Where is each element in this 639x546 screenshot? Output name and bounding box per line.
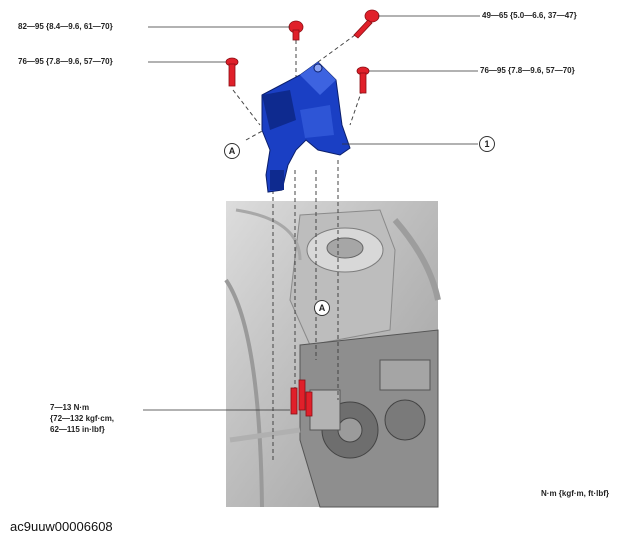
callout-a-upper: A	[224, 143, 240, 159]
left-bolt-torque-label: 76—95 {7.8—9.6, 57—70}	[18, 57, 113, 66]
callout-a-lower: A	[314, 300, 330, 316]
upper-right-bolt-torque-label: 49—65 {5.0—6.6, 37—47}	[482, 11, 577, 20]
lower-nuts-torque-line2: {72—132 kgf·cm,	[50, 414, 115, 423]
callout-one: 1	[479, 136, 495, 152]
lower-nuts-torque-line1: 7—13 N·m	[50, 403, 90, 412]
lower-nuts-torque-line3: 62—115 in·lbf}	[50, 425, 105, 434]
upper-right-bolt	[353, 9, 380, 39]
right-bolt-torque-label: 76—95 {7.8—9.6, 57—70}	[480, 66, 575, 75]
lower-studs	[290, 379, 313, 417]
alignment-lines	[232, 34, 363, 462]
top-bolt-torque-label: 82—95 {8.4—9.6, 61—70}	[18, 22, 113, 31]
figure-id: ac9uuw00006608	[10, 519, 113, 534]
engine-mount-bracket	[261, 61, 351, 193]
top-bolt	[288, 20, 304, 41]
right-bolt	[356, 66, 370, 94]
lower-nuts-torque-label: 7—13 N·m {72—132 kgf·cm, 62—115 in·lbf}	[50, 402, 114, 435]
engine-bay-image	[224, 201, 441, 508]
units-legend: N·m {kgf·m, ft·lbf}	[541, 489, 609, 498]
bolts	[225, 9, 380, 417]
left-bolt	[225, 57, 239, 87]
leader-lines	[143, 15, 480, 411]
